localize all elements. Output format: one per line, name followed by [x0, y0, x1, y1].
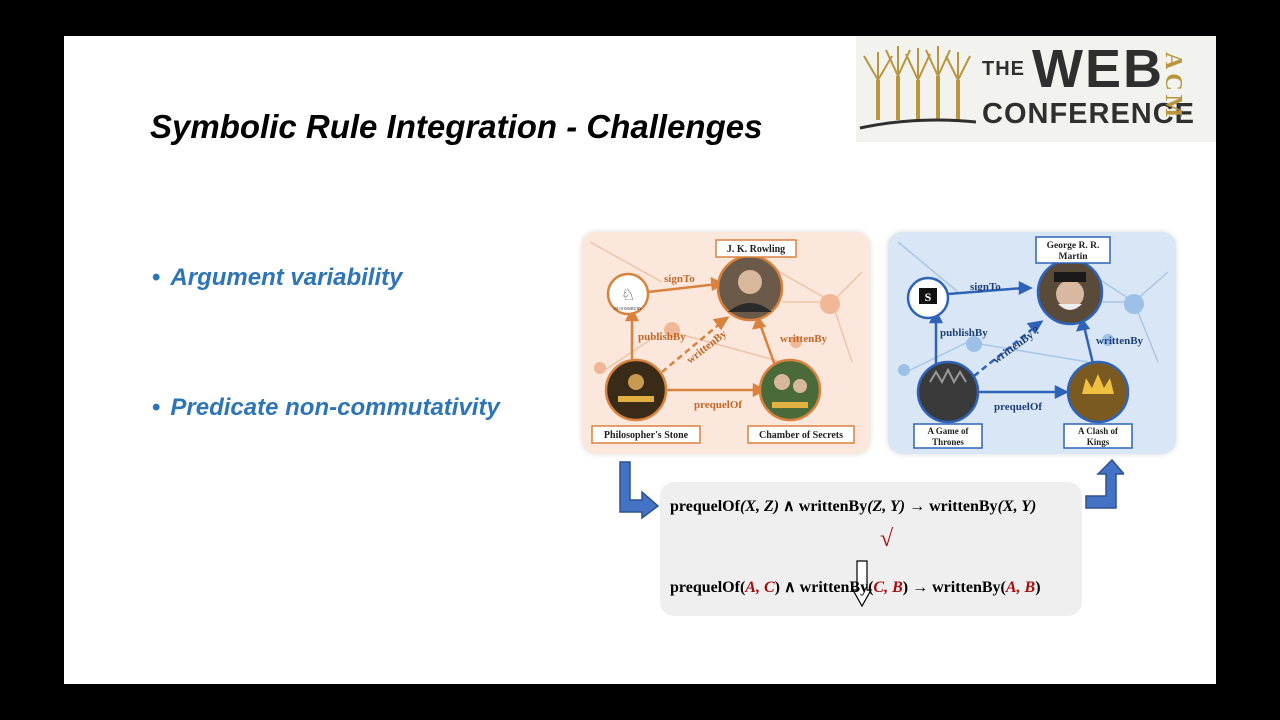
svg-text:ACM: ACM	[1160, 52, 1186, 121]
bullet-argument-variability: • Argument variability	[152, 264, 402, 292]
rule-and: ∧	[779, 498, 799, 515]
background-nodes	[898, 294, 1144, 376]
label-game-of-thrones: A Game of Thrones	[913, 423, 983, 449]
check-mark-icon: √	[880, 526, 894, 552]
martin-node	[1036, 258, 1104, 326]
right-flow-arrow-icon	[1085, 458, 1124, 509]
chamber-of-secrets-node	[758, 358, 822, 422]
harry-potter-graph-panel: ♘ BLOOMSBURY signTo publishBy w	[582, 232, 870, 454]
rule-args: A, B	[1005, 579, 1036, 596]
edge-label-writtenby: writtenBy	[1096, 335, 1144, 347]
edge-label-writtenby-dashed: writtenBy	[684, 328, 729, 367]
conference-logo: THE WEB CONFERENCE ACM	[856, 36, 1216, 142]
bullet-predicate-non-commutativity: • Predicate non-commutativity	[152, 394, 500, 422]
rule-paren: )	[1035, 579, 1041, 596]
general-rule: prequelOf(X, Z) ∧ writtenBy(Z, Y) → writ…	[670, 496, 1036, 516]
svg-text:S: S	[925, 290, 932, 304]
bullet-dot: •	[152, 394, 161, 421]
spectra-node: S	[906, 276, 950, 320]
svg-text:♘: ♘	[621, 287, 635, 304]
book2-name: Chamber of Secrets	[759, 430, 843, 441]
tree-logo-icon	[859, 46, 976, 130]
logo-web-text: WEB	[1032, 39, 1164, 99]
label-clash-of-kings: A Clash of Kings	[1063, 423, 1133, 449]
book2-line1: A Clash of	[1078, 426, 1119, 436]
clash-of-kings-node	[1066, 360, 1130, 424]
edge-label-writtenby: writtenBy	[780, 333, 828, 345]
book1-line1: A Game of	[928, 426, 970, 436]
rule-paren: )	[902, 579, 909, 596]
left-flow-arrow-icon	[619, 461, 660, 520]
rule-predicate: writtenBy	[798, 498, 868, 515]
rule-arrow: →	[908, 579, 933, 596]
instance-rule: prequelOf(A, C) ∧ writtenBy(C, B) → writ…	[670, 577, 1041, 597]
rule-paren: (	[739, 579, 746, 596]
rule-args: (X, Y)	[997, 498, 1037, 515]
rule-args: (Z, Y)	[867, 498, 906, 515]
slide: THE WEB CONFERENCE ACM Symbolic Rule Int…	[64, 36, 1216, 684]
rule-predicate: writtenBy	[929, 498, 998, 515]
book1-line2: Thrones	[932, 437, 964, 447]
rule-and: ∧	[779, 579, 800, 596]
bullet-text: Predicate non-commutativity	[170, 394, 500, 421]
edge-label-signto: signTo	[970, 281, 1001, 293]
down-arrow-icon	[852, 560, 872, 608]
rule-args: A, C	[745, 579, 775, 596]
label-martin: George R. R. Martin	[1035, 236, 1111, 264]
harry-potter-graph: ♘ BLOOMSBURY signTo publishBy w	[589, 239, 863, 444]
philosophers-stone-node	[604, 358, 668, 422]
rule-args: (X, Z)	[739, 498, 780, 515]
edge-label-prequelof: prequelOf	[694, 399, 742, 411]
bloomsbury-node: ♘ BLOOMSBURY	[606, 272, 650, 316]
rule-paren: )	[774, 579, 780, 596]
logo-the-text: THE	[982, 58, 1025, 80]
label-rowling: J. K. Rowling	[715, 239, 797, 258]
edge-label-publishby: publishBy	[940, 327, 988, 339]
rule-predicate: prequelOf	[670, 498, 740, 515]
edge-label-prequelof: prequelOf	[994, 401, 1042, 413]
rule-box: prequelOf(X, Z) ∧ writtenBy(Z, Y) → writ…	[660, 482, 1082, 616]
bullet-dot: •	[152, 264, 161, 291]
rule-paren: (	[868, 579, 874, 596]
edge-label-publishby: publishBy	[638, 331, 686, 343]
rule-args: C, B	[873, 579, 903, 596]
slide-title: Symbolic Rule Integration - Challenges	[150, 108, 763, 145]
rule-predicate: prequelOf	[670, 579, 740, 596]
rule-paren: (	[1000, 579, 1006, 596]
logo-conference-text: CONFERENCE	[982, 98, 1196, 130]
logo-acm-text: ACM	[1160, 52, 1186, 121]
author-name: J. K. Rowling	[727, 244, 785, 255]
game-of-thrones-node	[916, 360, 980, 424]
game-of-thrones-graph-panel: S signTo publishBy writtenBy ? writtenBy	[888, 232, 1176, 454]
edge-label-writtenby-dashed: writtenBy ?	[991, 324, 1043, 366]
author-name-line1: George R. R.	[1047, 241, 1100, 251]
edge-label-signto: signTo	[664, 273, 695, 285]
rule-arrow: →	[905, 498, 930, 515]
label-philosophers-stone: Philosopher's Stone	[591, 425, 701, 444]
rule-predicate: writtenBy	[799, 579, 869, 596]
book1-name: Philosopher's Stone	[604, 430, 689, 441]
book2-line2: Kings	[1087, 437, 1110, 447]
rule-predicate: writtenBy	[932, 579, 1001, 596]
publisher-caption: BLOOMSBURY	[614, 306, 642, 311]
label-chamber-of-secrets: Chamber of Secrets	[747, 425, 855, 444]
author-name-line2: Martin	[1058, 252, 1088, 262]
background-nodes	[594, 294, 840, 374]
rowling-node	[716, 254, 784, 322]
bullet-text: Argument variability	[170, 264, 403, 291]
game-of-thrones-graph: S signTo publishBy writtenBy ? writtenBy	[897, 236, 1169, 449]
